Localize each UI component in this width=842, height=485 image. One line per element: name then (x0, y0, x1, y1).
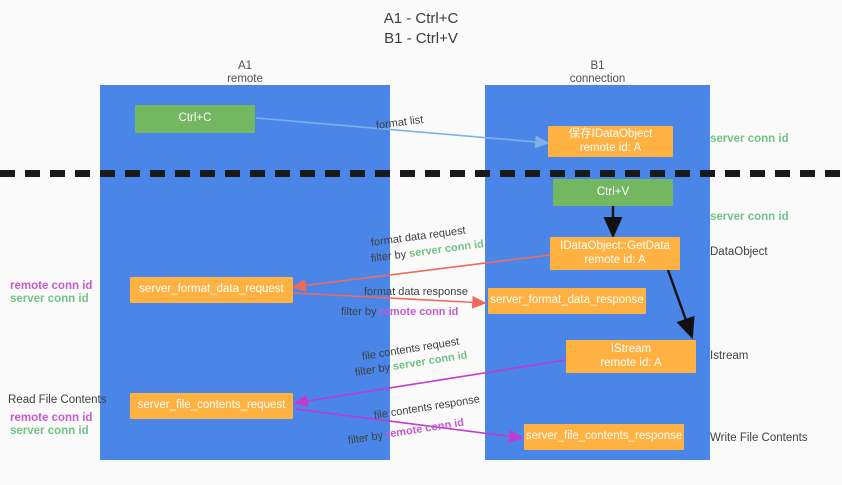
page-title: A1 - Ctrl+C B1 - Ctrl+V (0, 9, 842, 49)
node-ctrl-c-label: Ctrl+C (178, 112, 212, 125)
node-server-file-contents-response-label: server_file_contents_response (525, 430, 683, 443)
node-ctrl-v[interactable]: Ctrl+V (553, 179, 673, 206)
node-save-idataobject-line2: remote id: A (579, 141, 642, 154)
annotation-server-conn-id-left-2: server conn id (10, 425, 89, 437)
edge-label-format-data-response: format data response (364, 286, 468, 298)
annotation-server-conn-id-2: server conn id (710, 211, 789, 223)
annotation-remote-conn-id-2: remote conn id (10, 412, 93, 424)
column-a1-sub: remote (227, 73, 263, 85)
node-istream-line1: IStream (610, 343, 652, 355)
node-ctrl-v-label: Ctrl+V (596, 185, 630, 198)
node-server-format-data-response[interactable]: server_format_data_response (488, 288, 646, 314)
node-save-idataobject-line1: 保存IDataObject (568, 128, 653, 140)
node-server-file-contents-request[interactable]: server_file_contents_request (130, 393, 293, 419)
title-line-1: A1 - Ctrl+C (383, 10, 459, 27)
node-ctrl-c[interactable]: Ctrl+C (135, 105, 255, 133)
column-header-a1: A1 remote (100, 60, 390, 86)
column-header-b1: B1 connection (485, 60, 710, 86)
edge-label-format-data-response-filter: filter by remote conn id (341, 305, 458, 319)
node-server-file-contents-response[interactable]: server_file_contents_response (524, 424, 684, 450)
node-save-idataobject[interactable]: 保存IDataObject remote id: A (548, 126, 673, 157)
phase-divider (0, 170, 842, 177)
filter-key-remote-conn-id: remote conn id (385, 416, 465, 441)
annotation-read-file-contents: Read File Contents (8, 394, 107, 406)
annotation-server-conn-id-1: server conn id (710, 133, 789, 145)
filter-prefix: filter by (341, 306, 380, 318)
column-b1-name: B1 (590, 60, 605, 72)
node-idataobject-getdata[interactable]: IDataObject::GetData remote id: A (550, 237, 680, 270)
title-line-2: B1 - Ctrl+V (384, 30, 458, 47)
node-idataobject-getdata-line2: remote id: A (584, 253, 646, 266)
node-idataobject-getdata-line1: IDataObject::GetData (560, 240, 670, 252)
annotation-dataobject: DataObject (710, 246, 768, 258)
node-server-format-data-request-label: server_format_data_request (139, 283, 284, 296)
filter-key-remote-conn-id: remote conn id (379, 306, 459, 318)
node-istream-line2: remote id: A (600, 356, 662, 369)
node-server-file-contents-request-label: server_file_contents_request (137, 399, 286, 412)
annotation-write-file-contents: Write File Contents (710, 432, 808, 444)
annotation-remote-conn-id-1: remote conn id (10, 280, 93, 292)
annotation-server-conn-id-left-1: server conn id (10, 293, 89, 305)
node-istream[interactable]: IStream remote id: A (566, 340, 696, 373)
column-a1-name: A1 (237, 60, 253, 72)
column-b1-sub: connection (569, 73, 626, 85)
filter-prefix: filter by (370, 248, 410, 265)
annotation-istream: Istream (710, 350, 749, 362)
node-server-format-data-response-label: server_format_data_response (490, 294, 644, 307)
node-server-format-data-request[interactable]: server_format_data_request (130, 277, 293, 303)
